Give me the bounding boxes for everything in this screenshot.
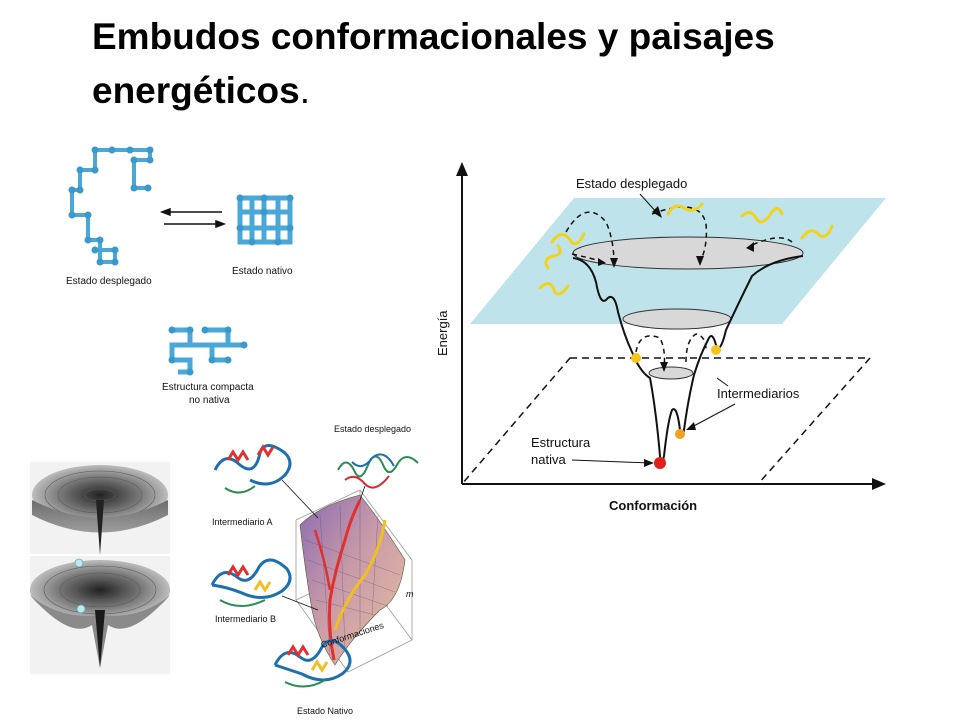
protein-intermediate-b: [210, 558, 292, 607]
compact-nonnative-structure: [169, 327, 244, 375]
landscape-surface: [299, 494, 406, 666]
landscape-unfolded-label: Estado desplegado: [334, 424, 411, 434]
protein-native: [273, 639, 352, 688]
funnel-unfolded-label: Estado desplegado: [576, 176, 687, 191]
native-state-point: [654, 457, 666, 469]
gray-funnel-images: [30, 462, 170, 674]
pathway-red: [328, 499, 362, 661]
funnel-top-spike: [96, 500, 104, 555]
funnel-middle: [622, 308, 732, 330]
intermediate-point-left: [631, 353, 641, 363]
native-lattice-beads: [236, 194, 294, 246]
axis-m-label: m: [406, 589, 414, 599]
intermediate-point-deep: [675, 429, 685, 439]
compact-nonnative-beads: [168, 326, 248, 376]
intermediates-pointer: [716, 377, 729, 387]
pathway-yellow: [333, 519, 387, 631]
funnel-top-disc: [32, 465, 168, 525]
native-pointer: [571, 459, 651, 464]
intermediate-a-label: Intermediario A: [212, 517, 273, 527]
native-structure-line2: nativa: [531, 452, 566, 467]
x-axis-label: Conformación: [609, 498, 697, 513]
compact-label-line1: Estructura compacta: [162, 382, 254, 393]
lattice-panel: Estado desplegado Estado nativo: [66, 146, 294, 406]
funnel-marker-upper: [74, 558, 84, 568]
energy-funnel-diagram: Energía Conformación: [435, 162, 886, 513]
slide-title-dot: .: [299, 70, 310, 111]
protein-unfolded: [337, 453, 419, 489]
unfolded-lattice-chain: [70, 148, 152, 264]
intermediate-point-right: [711, 345, 721, 355]
lattice-unfolded-label: Estado desplegado: [66, 276, 152, 287]
funnel-bottom-disc: [30, 560, 170, 620]
y-axis-label: Energía: [435, 310, 450, 356]
slide-title: Embudos conformacionales y paisajes ener…: [92, 10, 912, 118]
compact-label-line2: no nativa: [189, 395, 230, 406]
y-axis-arrow: [456, 162, 468, 176]
intermediates-label: Intermediarios: [717, 386, 800, 401]
slide-title-text: Embudos conformacionales y paisajes ener…: [92, 16, 775, 111]
landscape-3d-panel: Estado desplegado Intermediario A Interm…: [205, 424, 435, 720]
native-state-label: Estado Nativo: [297, 706, 353, 716]
funnel-bottom-spike: [95, 610, 105, 668]
funnel-marker-lower: [76, 604, 86, 614]
folding-pathways: [565, 206, 793, 369]
lattice-native-label: Estado nativo: [232, 266, 293, 277]
native-lattice-structure: [237, 195, 293, 245]
native-structure-line1: Estructura: [531, 435, 591, 450]
x-axis-arrow: [872, 478, 886, 490]
protein-intermediate-a: [213, 444, 292, 494]
funnel-rim: [572, 236, 804, 270]
funnel-lower: [648, 366, 694, 380]
lower-plane: [460, 357, 872, 485]
unfolded-chains-yellow: [538, 202, 834, 296]
unfolded-lattice-beads: [68, 146, 154, 266]
equilibrium-arrows: [159, 207, 227, 229]
intermediate-b-label: Intermediario B: [215, 614, 276, 624]
